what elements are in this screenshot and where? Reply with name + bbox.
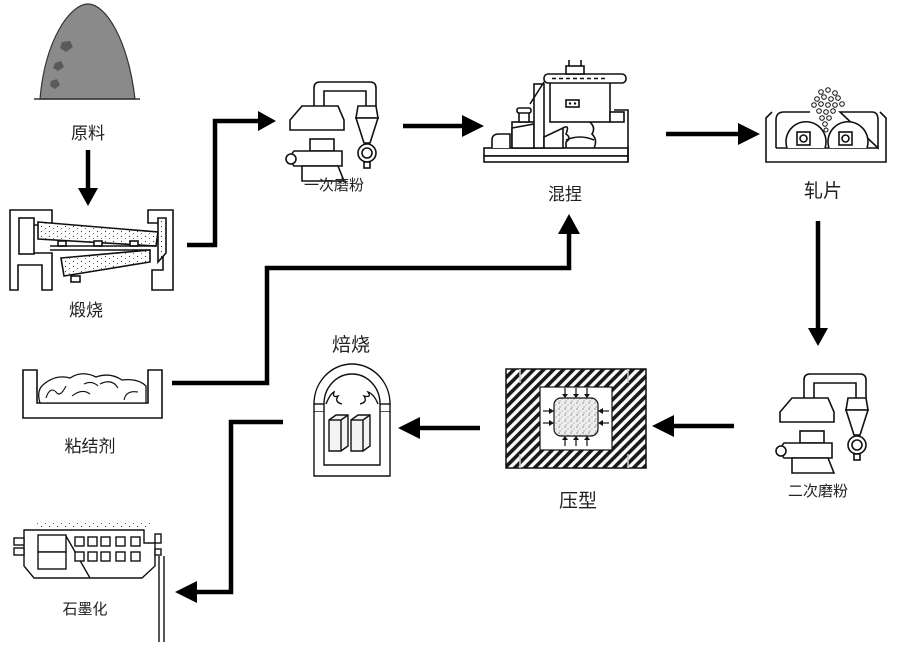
arrow-grind2-to-press xyxy=(652,415,734,437)
graphitization-furnace-icon xyxy=(13,522,165,642)
arrow-binder-to-knead xyxy=(172,214,580,386)
rolling-mill-pellets xyxy=(811,87,845,133)
baking-furnace-icon xyxy=(313,363,391,477)
raw-material-pile-icon xyxy=(34,3,140,100)
arrow-knead-to-roll xyxy=(666,123,760,145)
kneading-machine-icon xyxy=(483,60,629,163)
arrow-grind1-to-knead xyxy=(403,115,484,137)
node-label-graphitize: 石墨化 xyxy=(62,600,108,618)
node-label-knead: 混捏 xyxy=(548,185,582,205)
rolling-mill-icon xyxy=(765,111,887,163)
node-label-raw: 原料 xyxy=(71,124,105,144)
node-label-binder: 粘结剂 xyxy=(64,437,116,457)
arrow-bake-to-graphitize xyxy=(175,419,283,603)
grinding-mill-icon xyxy=(285,81,380,182)
pressure-arrows xyxy=(543,388,609,446)
node-label-grind2: 二次磨粉 xyxy=(787,482,849,500)
arrow-roll-to-grind2 xyxy=(808,221,828,346)
binder-tray-icon xyxy=(22,369,163,419)
calcining-kiln-icon xyxy=(9,209,174,291)
flow-arrows xyxy=(78,111,828,603)
node-label-press: 压型 xyxy=(558,490,598,512)
node-label-grind1: 一次磨粉 xyxy=(303,176,365,194)
node-label-roll: 轧片 xyxy=(803,180,843,202)
grinding-mill-icon xyxy=(775,373,870,474)
node-label-calcine: 煅烧 xyxy=(69,301,103,321)
arrow-calcine-to-grind1 xyxy=(187,111,276,248)
node-label-bake: 焙烧 xyxy=(331,334,371,356)
arrow-raw-to-calcine xyxy=(78,150,98,206)
press-mold-icon xyxy=(505,368,647,469)
arrow-press-to-bake xyxy=(398,417,480,439)
